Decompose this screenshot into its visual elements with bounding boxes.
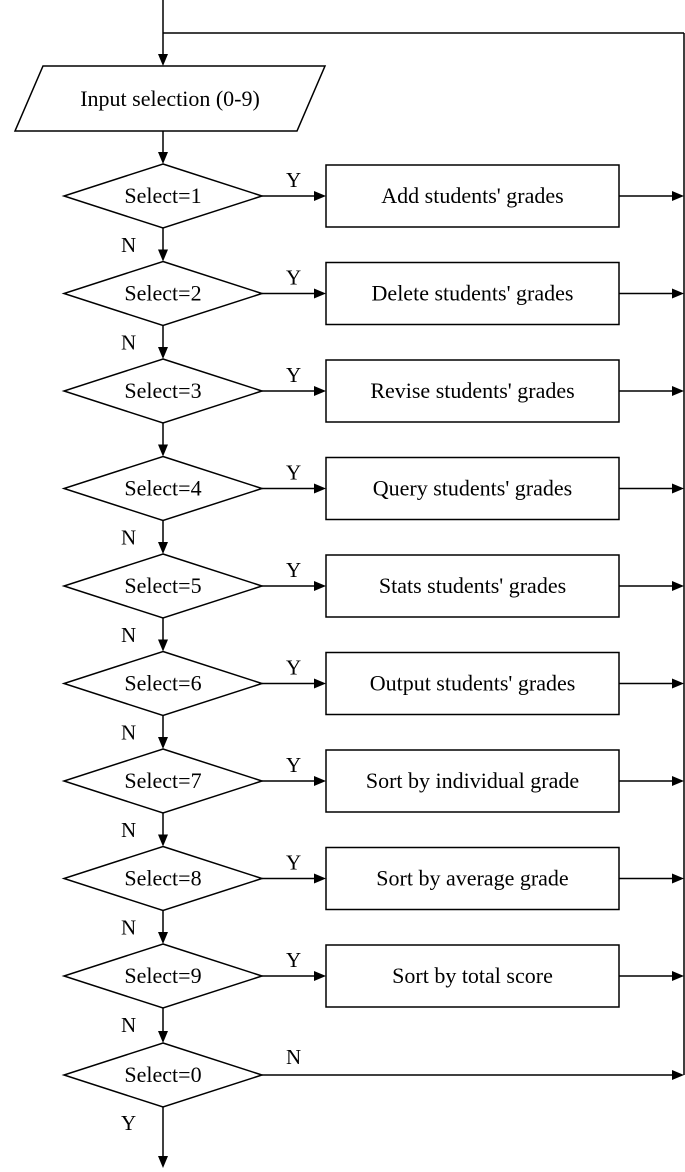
yes-label: Y — [286, 266, 301, 290]
decision-label: Select=9 — [124, 963, 201, 988]
return-arrow — [672, 678, 684, 689]
exit-yes-label: Y — [121, 1111, 136, 1135]
yes-label: Y — [286, 558, 301, 582]
yes-label: Y — [286, 461, 301, 485]
action-box — [325, 749, 620, 813]
no-arrow — [158, 347, 168, 359]
return-arrow — [672, 386, 684, 396]
no-label: N — [121, 818, 136, 842]
yes-arrow — [314, 678, 326, 689]
no-arrow — [158, 834, 168, 847]
yes-arrow — [314, 386, 326, 396]
input-label: Input selection (0-9) — [80, 86, 260, 111]
action-box — [325, 944, 620, 1008]
decision-label: Select=8 — [124, 866, 201, 891]
no-label: N — [121, 1013, 136, 1037]
return-arrow — [672, 776, 684, 786]
exit-condition-label: Select=0 — [124, 1062, 201, 1087]
action-label: Sort by average grade — [376, 866, 568, 891]
input-to-decision-arrow — [158, 152, 168, 164]
action-box — [325, 846, 620, 911]
yes-arrow — [314, 288, 326, 299]
action-box — [325, 651, 620, 716]
no-arrow — [158, 444, 168, 457]
decision-label: Select=5 — [124, 573, 201, 598]
action-box — [325, 261, 620, 326]
entry-arrow — [158, 54, 168, 66]
no-label: N — [121, 331, 136, 355]
action-box — [325, 359, 620, 423]
action-label: Delete students' grades — [372, 281, 574, 306]
action-label: Stats students' grades — [379, 573, 566, 598]
exit-yes-arrow — [158, 1156, 168, 1168]
yes-label: Y — [286, 656, 301, 680]
action-label: Sort by total score — [392, 963, 553, 988]
decision-label: Select=4 — [124, 476, 201, 501]
return-arrow — [672, 971, 684, 981]
action-box — [325, 456, 620, 521]
yes-arrow — [314, 191, 326, 201]
return-arrow — [672, 483, 684, 494]
no-label: N — [121, 526, 136, 550]
return-arrow — [672, 191, 684, 201]
action-label: Query students' grades — [373, 476, 572, 501]
no-label: N — [121, 916, 136, 940]
no-arrow — [158, 639, 168, 652]
yes-label: Y — [286, 948, 301, 972]
yes-arrow — [314, 971, 326, 981]
input-parallelogram — [13, 65, 327, 132]
return-arrow — [672, 581, 684, 591]
action-box — [325, 554, 620, 618]
no-arrow — [158, 249, 168, 262]
yes-label: Y — [286, 851, 301, 875]
yes-arrow — [314, 483, 326, 494]
decision-label: Select=2 — [124, 281, 201, 306]
yes-label: Y — [286, 753, 301, 777]
no-arrow — [158, 1031, 168, 1043]
no-arrow — [158, 932, 168, 944]
exit-no-label: N — [286, 1045, 301, 1069]
yes-arrow — [314, 776, 326, 786]
exit-no-arrow — [672, 1070, 684, 1080]
decision-label: Select=6 — [124, 671, 201, 696]
action-label: Sort by individual grade — [366, 768, 579, 793]
decision-label: Select=1 — [124, 183, 201, 208]
yes-arrow — [314, 581, 326, 591]
no-arrow — [158, 737, 168, 749]
action-label: Output students' grades — [370, 671, 576, 696]
return-arrow — [672, 288, 684, 299]
yes-label: Y — [286, 363, 301, 387]
decision-label: Select=7 — [124, 768, 201, 793]
no-arrow — [158, 542, 168, 554]
yes-label: Y — [286, 168, 301, 192]
return-arrow — [672, 873, 684, 884]
no-label: N — [121, 721, 136, 745]
no-label: N — [121, 623, 136, 647]
decision-label: Select=3 — [124, 378, 201, 403]
no-label: N — [121, 233, 136, 257]
action-label: Revise students' grades — [370, 378, 574, 403]
action-label: Add students' grades — [381, 183, 563, 208]
yes-arrow — [314, 873, 326, 884]
